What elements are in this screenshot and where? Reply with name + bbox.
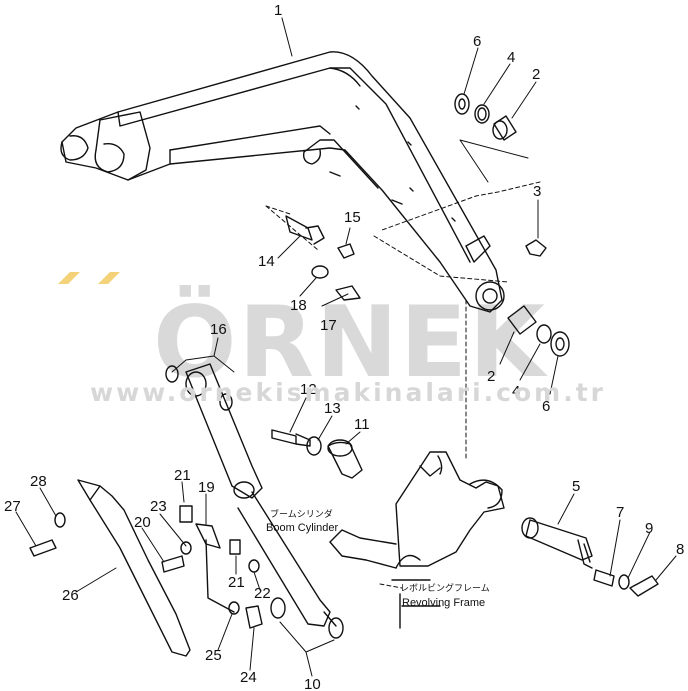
cover-plate-26 (77, 479, 191, 657)
annotation-labels: ブームシリンダ Boom Cylinder レボルビングフレーム Revolvi… (266, 508, 490, 609)
part-number: 2 (487, 368, 495, 385)
bolt-27 (29, 539, 57, 557)
washer-16b (219, 393, 233, 411)
revolving-frame-label: Revolving Frame (402, 597, 485, 609)
part-number: 19 (198, 479, 215, 496)
part-number: 26 (62, 587, 79, 604)
part-number: 28 (30, 473, 47, 490)
part-number: 20 (134, 514, 151, 531)
part-number: 23 (150, 498, 167, 515)
watermark-brand: ÖRNEK (153, 284, 548, 400)
part-number: 4 (512, 383, 520, 400)
part-number: 4 (507, 49, 515, 66)
part-number: 21 (228, 574, 245, 591)
plate-7 (593, 569, 615, 587)
part-number: 6 (542, 398, 550, 415)
part-number: 16 (210, 321, 227, 338)
washer-9 (618, 574, 630, 590)
boom-cylinder (185, 363, 337, 627)
part-number: 3 (533, 183, 541, 200)
boom-cylinder-label: Boom Cylinder (266, 522, 338, 534)
washer-13 (306, 436, 322, 456)
part-number: 15 (344, 209, 361, 226)
part-number: 21 (174, 467, 191, 484)
part-number: 22 (254, 585, 271, 602)
part-number: 24 (240, 669, 257, 686)
grease-fitting-3 (525, 239, 547, 257)
part-leaders (15, 17, 677, 677)
part-number: 25 (205, 647, 222, 664)
part-number: 6 (473, 33, 481, 50)
washer-16a (165, 365, 179, 383)
washer-10b (328, 617, 344, 639)
bolt-8 (629, 575, 659, 597)
bolt-12 (271, 429, 311, 447)
part-number: 1 (274, 2, 282, 19)
part-number: 5 (572, 478, 580, 495)
leader-lines (265, 181, 541, 589)
part-number: 27 (4, 498, 21, 515)
part-number: 14 (258, 253, 275, 270)
boom (60, 51, 505, 313)
watermark-logo: ÖRNEK (58, 272, 548, 400)
washer-28 (54, 512, 66, 528)
watermark-url: www.ornekismakinalari.com.tr (90, 378, 606, 407)
part-number: 17 (320, 317, 337, 334)
part-number: 13 (324, 400, 341, 417)
boom-cylinder-label-jp: ブームシリンダ (270, 508, 333, 520)
bushing-group-upper (454, 93, 517, 141)
part-number: 8 (676, 541, 684, 558)
part-number: 2 (532, 66, 540, 83)
part-number: 12 (300, 381, 317, 398)
part-number: 18 (290, 297, 307, 314)
pin-5 (521, 517, 593, 569)
revolving-frame-label-jp: レボルビングフレーム (400, 582, 490, 594)
bushing-group-lower (507, 305, 570, 357)
part-numbers: 1 6 4 2 3 15 14 18 17 2 4 6 16 12 13 11 … (4, 2, 684, 691)
pin-11 (327, 441, 363, 479)
small-parts-group (161, 505, 263, 629)
part-number: 10 (304, 676, 321, 691)
part-number: 9 (645, 520, 653, 537)
revolving-frame (329, 451, 505, 629)
washer-10a (270, 597, 286, 619)
part-number: 7 (616, 504, 624, 521)
part-number: 11 (354, 416, 370, 433)
